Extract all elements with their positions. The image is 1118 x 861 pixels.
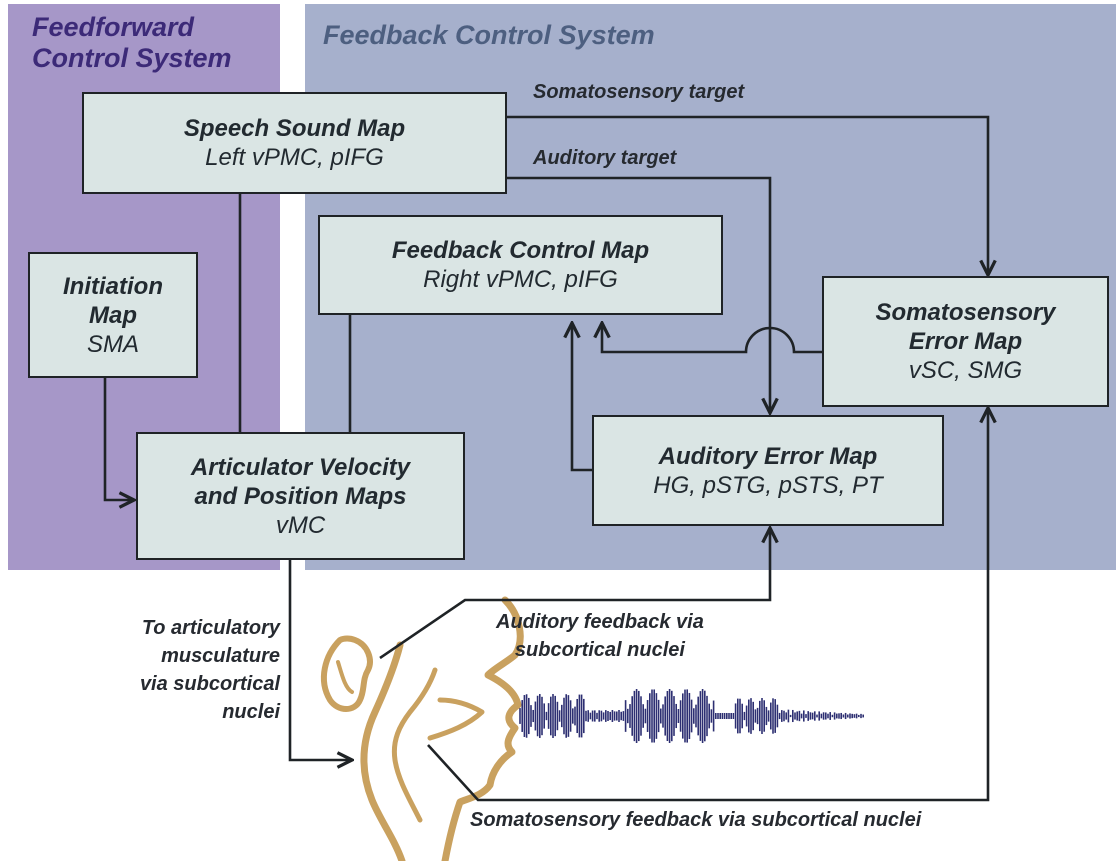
somatosensory-error-map-subtitle: vSC, SMG [908, 357, 1023, 384]
initiation-map-subtitle: SMA [86, 330, 139, 358]
initiation-map-title: Initiation Map [63, 272, 163, 329]
feedforward-region-title: Feedforward Control System [32, 12, 232, 73]
auditory-target-label: Auditory target [533, 147, 677, 169]
articulator-maps-subtitle: vMC [275, 511, 326, 539]
ear-icon [320, 635, 373, 712]
sound-waveform-icon [519, 689, 865, 743]
auditory-error-map-title: Auditory Error Map [658, 442, 878, 470]
feedback-control-map-title: Feedback Control Map [391, 237, 650, 264]
auditory-error-map-subtitle: HG, pSTG, pSTS, PT [653, 471, 883, 499]
auditory-error-map-box: Auditory Error Map HG, pSTG, pSTS, PT [592, 415, 944, 526]
speaker-head-icon [320, 596, 524, 861]
articulator-maps-box: Articulator Velocity and Position Maps v… [136, 432, 465, 560]
initiation-map-box: Initiation Map SMA [28, 252, 198, 378]
speech-sound-map-title: Speech Sound Map [183, 115, 406, 142]
feedback-control-map-subtitle: Right vPMC, pIFG [423, 266, 618, 293]
feedback-region-title: Feedback Control System [323, 20, 655, 50]
somatosensory-error-map-box: Somatosensory Error Map vSC, SMG [822, 276, 1109, 407]
speech-sound-map-box: Speech Sound Map Left vPMC, pIFG [82, 92, 507, 194]
somatosensory-target-label: Somatosensory target [533, 81, 745, 103]
articulator-maps-title: Articulator Velocity and Position Maps [190, 453, 411, 510]
speech-sound-map-subtitle: Left vPMC, pIFG [205, 144, 384, 171]
somatosensory-feedback-label: Somatosensory feedback via subcortical n… [470, 809, 922, 831]
somatosensory-error-map-title: Somatosensory Error Map [875, 299, 1056, 355]
to-musculature-label: To articulatory musculature via subcorti… [139, 617, 280, 723]
auditory-feedback-label: Auditory feedback via subcortical nuclei [496, 611, 704, 661]
feedback-control-map-box: Feedback Control Map Right vPMC, pIFG [318, 215, 723, 315]
